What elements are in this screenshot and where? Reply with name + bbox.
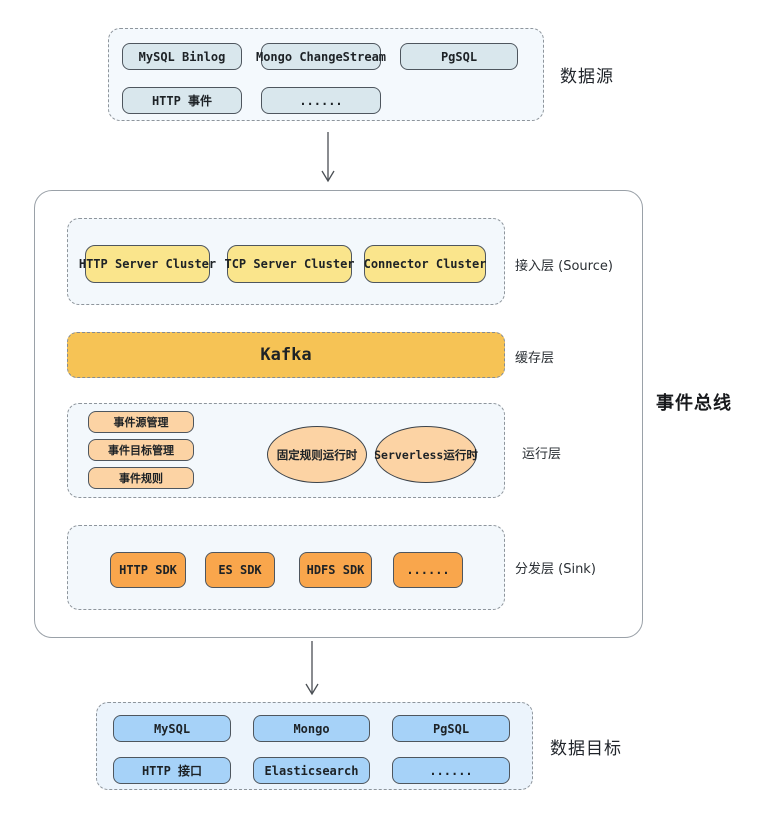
node-pgsql-target: PgSQL	[392, 715, 510, 742]
node-mongo-target: Mongo	[253, 715, 370, 742]
node-http-sdk: HTTP SDK	[110, 552, 186, 588]
node-serverless-runtime: Serverless运行时	[374, 426, 478, 483]
node-sink-more: ......	[393, 552, 463, 588]
node-es-sdk: ES SDK	[205, 552, 275, 588]
node-hdfs-sdk: HDFS SDK	[299, 552, 372, 588]
cache-layer-label: 缓存层	[515, 351, 555, 366]
node-event-source-mgmt: 事件源管理	[88, 411, 194, 433]
runtime-layer-label: 运行层	[522, 447, 562, 462]
node-target-more: ......	[392, 757, 510, 784]
data-target-label: 数据目标	[550, 739, 622, 759]
node-elasticsearch-target: Elasticsearch	[253, 757, 370, 784]
node-kafka: Kafka	[67, 332, 505, 378]
node-http-server-cluster: HTTP Server Cluster	[79, 245, 216, 283]
node-mysql-binlog: MySQL Binlog	[122, 43, 242, 70]
node-source-more: ......	[261, 87, 381, 114]
down-arrow-icon	[305, 641, 319, 696]
sink-layer-label: 分发层 (Sink)	[515, 562, 596, 577]
node-mongo-changestream: Mongo ChangeStream	[256, 43, 386, 70]
node-tcp-server-cluster: TCP Server Cluster	[224, 245, 355, 283]
node-event-rule: 事件规则	[88, 467, 194, 489]
node-pgsql-source: PgSQL	[400, 43, 518, 70]
node-connector-cluster: Connector Cluster	[364, 245, 486, 283]
node-http-api-target: HTTP 接口	[113, 757, 231, 784]
node-event-target-mgmt: 事件目标管理	[88, 439, 194, 461]
source-layer-label: 接入层 (Source)	[515, 259, 613, 274]
node-http-event: HTTP 事件	[122, 87, 242, 114]
node-mysql-target: MySQL	[113, 715, 231, 742]
down-arrow-icon	[321, 132, 335, 183]
data-source-label: 数据源	[560, 67, 614, 87]
event-bus-label: 事件总线	[656, 393, 732, 414]
node-fixed-rule-runtime: 固定规则运行时	[267, 426, 367, 483]
